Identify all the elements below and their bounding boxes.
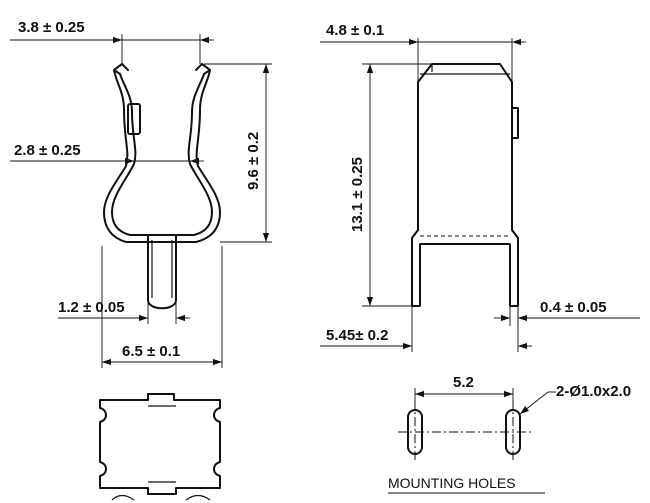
dim-front-top-width: 3.8 ± 0.25 <box>18 19 85 36</box>
dim-pin-width: 1.2 ± 0.05 <box>58 299 125 316</box>
hole-spec-label: 2-Ø1.0x2.0 <box>556 383 631 400</box>
dim-hole-spacing: 5.2 <box>453 374 474 391</box>
mounting-holes: 5.2 2-Ø1.0x2.0 MOUNTING HOLES <box>388 374 631 494</box>
clip-tab <box>127 103 141 135</box>
front-view: 3.8 ± 0.25 2.8 ± 0.25 9.6 ± 0.2 1.2 ± 0.… <box>10 19 272 368</box>
clip-outline-inner <box>111 69 213 236</box>
side-view: 4.8 ± 0.1 13.1 ± 0.25 0.4 ± 0.05 5.45± 0… <box>320 22 640 352</box>
top-view-outline <box>99 393 221 495</box>
clip-outline-outer <box>103 63 221 243</box>
top-view <box>99 393 221 501</box>
clip-lip-right <box>195 63 211 71</box>
dim-base-width: 6.5 ± 0.1 <box>122 343 180 360</box>
dim-side-base-width: 5.45± 0.2 <box>326 327 388 344</box>
mounting-holes-label: MOUNTING HOLES <box>388 475 516 491</box>
dim-thickness: 0.4 ± 0.05 <box>540 299 607 316</box>
dim-side-height: 13.1 ± 0.25 <box>349 157 366 232</box>
dim-side-top-width: 4.8 ± 0.1 <box>326 22 384 39</box>
dim-front-height: 9.6 ± 0.2 <box>245 132 262 190</box>
side-tab <box>511 107 519 139</box>
dim-front-waist-width: 2.8 ± 0.25 <box>14 142 81 159</box>
side-view-outline <box>411 63 519 307</box>
clip-lip-left <box>113 63 129 71</box>
